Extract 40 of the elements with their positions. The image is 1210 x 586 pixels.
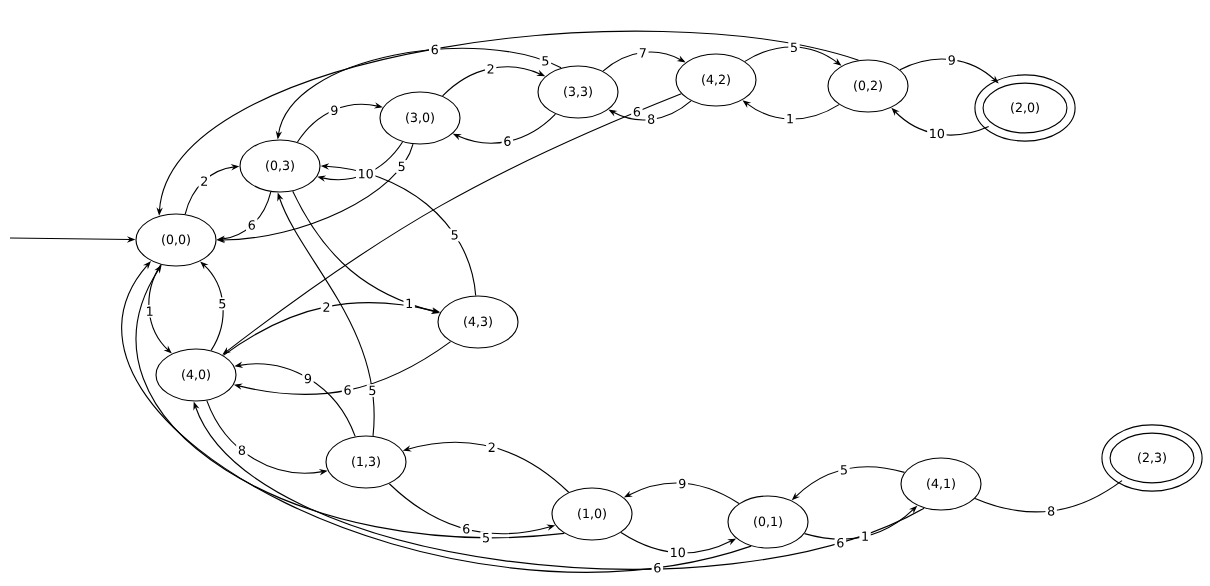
edge-label: 10	[668, 545, 688, 559]
edge-label: 8	[645, 112, 657, 126]
edge-label: 9	[676, 477, 688, 491]
edge-label: 2	[320, 300, 333, 314]
edge-label: 6	[341, 383, 354, 397]
edge-label: 5	[788, 41, 800, 54]
edge-label: 1	[859, 529, 871, 543]
arrow	[899, 58, 999, 84]
edge-label: 5	[480, 531, 492, 545]
edge-label: 8	[1045, 504, 1057, 518]
edge-label: 5	[216, 297, 229, 311]
edge-label: 6	[631, 105, 643, 119]
edge-label: 9	[302, 372, 314, 386]
edge-label: 8	[236, 443, 248, 457]
edge-label: 1	[143, 304, 156, 318]
edge-label: 1	[403, 297, 415, 310]
accept-state: (2,0)	[974, 74, 1076, 142]
edge-label: 5	[366, 384, 379, 397]
arrow	[148, 264, 172, 354]
edge-label: 2	[486, 440, 498, 454]
arrow	[200, 261, 224, 351]
edge-label: 6	[501, 134, 514, 148]
edge-label: 7	[637, 46, 649, 60]
edge-label: 6	[429, 43, 441, 56]
edge-label: 5	[539, 54, 552, 68]
edge-label: 10	[927, 127, 947, 140]
edge-label: 9	[328, 103, 341, 117]
edge-label: 5	[449, 228, 461, 242]
edge-label: 5	[838, 463, 850, 477]
edge-label: 9	[946, 53, 958, 67]
edge-label: 2	[484, 62, 497, 76]
edge-label: 5	[395, 160, 408, 173]
edge-label: 6	[651, 561, 664, 575]
edge-label: 6	[246, 218, 258, 232]
edge-label: 1	[784, 112, 796, 125]
accept-state: (2,3)	[1101, 424, 1203, 492]
edge-label: 6	[834, 536, 847, 550]
edge-label: 2	[198, 174, 210, 188]
edge-label: 10	[355, 167, 376, 181]
edge-label: 6	[460, 522, 472, 536]
